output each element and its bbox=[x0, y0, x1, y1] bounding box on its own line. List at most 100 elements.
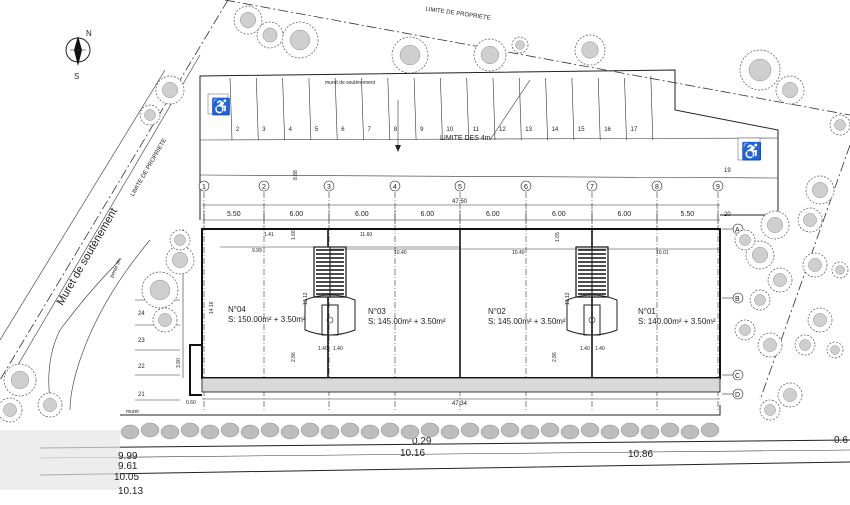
dim-141: 1.41 bbox=[264, 232, 274, 238]
parking-19: 19 bbox=[724, 168, 731, 174]
parking-number: 9 bbox=[420, 127, 424, 133]
wheelchair-icon: ♿ bbox=[207, 93, 231, 116]
slope-label: pente 3% bbox=[109, 256, 124, 278]
elev-999: 9.99 bbox=[118, 451, 138, 462]
dim-1312b: 13.12 bbox=[565, 292, 571, 305]
grid-row-label: B bbox=[735, 296, 740, 303]
parking-number: 5 bbox=[315, 127, 319, 133]
parking-20: 20 bbox=[724, 212, 731, 218]
grid-column-label: 2 bbox=[262, 184, 266, 191]
parking-24: 24 bbox=[138, 311, 145, 317]
parking-number: 17 bbox=[631, 127, 638, 133]
bay-dimension: 6.00 bbox=[355, 211, 369, 218]
property-limit-label: LIMITE DE PROPRIETE bbox=[425, 7, 491, 22]
parking-number: 7 bbox=[368, 127, 372, 133]
property-limit-right bbox=[759, 144, 850, 401]
dim-1312a: 13.12 bbox=[303, 292, 309, 305]
muret-outline bbox=[120, 405, 721, 416]
unit-1-name: N°01 bbox=[638, 307, 656, 316]
road-line-1 bbox=[39, 439, 850, 449]
parking-number: 8 bbox=[394, 127, 398, 133]
bay-dimensions: 5.50 6.00 6.00 6.00 6.00 6.00 6.00 5.50 bbox=[203, 210, 719, 224]
parking-number: 3 bbox=[262, 127, 266, 133]
dim-1160: 11.60 bbox=[360, 232, 372, 238]
dim-165: 1.65 bbox=[555, 232, 561, 242]
elev-1013: 10.13 bbox=[118, 486, 143, 497]
dim-left-bottom: 3.90 bbox=[176, 358, 182, 368]
road-edge-line-2 bbox=[14, 54, 201, 371]
elev-06: 0.6 bbox=[834, 435, 848, 446]
elev-1086: 10.86 bbox=[628, 449, 653, 460]
grid-column-label: 8 bbox=[655, 184, 659, 191]
dim-286b: 2.86 bbox=[552, 352, 558, 362]
bay-dimension: 6.00 bbox=[618, 211, 632, 218]
unit-2-area: S: 145.00m² + 3.50m² bbox=[488, 317, 566, 326]
wheelchair-icon-right: ♿ bbox=[737, 137, 762, 161]
bay-dimension: 6.00 bbox=[421, 211, 435, 218]
stair-w4: 1.40 bbox=[595, 346, 605, 352]
bay-dimension: 6.00 bbox=[290, 211, 304, 218]
limit-4m-label: LIMITE DES 4m bbox=[440, 135, 491, 142]
trees bbox=[0, 5, 850, 440]
grid-row-label: A bbox=[735, 227, 740, 234]
dim-286a: 2.86 bbox=[291, 352, 297, 362]
svg-text:♿: ♿ bbox=[741, 141, 762, 161]
grid-column-label: 1 bbox=[202, 184, 206, 191]
dim-1040a: 10.40 bbox=[394, 250, 407, 256]
west-limit-line bbox=[0, 0, 229, 381]
unit-4-name: N°04 bbox=[228, 305, 246, 314]
dim-166: 1.66 bbox=[291, 230, 297, 240]
unit-4-area: S: 150.00m² + 3.50m² bbox=[228, 315, 306, 324]
stair-w1: 1.40 bbox=[318, 346, 328, 352]
parking-21: 21 bbox=[138, 392, 145, 398]
path-curve bbox=[48, 259, 121, 401]
bay-dimension: 6.00 bbox=[486, 211, 500, 218]
road-edge-line bbox=[0, 69, 166, 341]
grid-row-label: C bbox=[735, 373, 740, 380]
grid-column-label: 3 bbox=[327, 184, 331, 191]
unit-3-area: S: 145.00m² + 3.50m² bbox=[368, 317, 446, 326]
grid-column-label: 7 bbox=[590, 184, 594, 191]
parking-number: 16 bbox=[604, 127, 611, 133]
building-outline bbox=[201, 228, 721, 379]
dim-1040b: 10.40 bbox=[512, 250, 525, 256]
grid-row-label: D bbox=[735, 392, 740, 399]
parking-22: 22 bbox=[138, 364, 145, 370]
parking-number: 6 bbox=[341, 127, 345, 133]
parking-number: 2 bbox=[236, 127, 240, 133]
grid-column-label: 6 bbox=[524, 184, 528, 191]
elev-029: 0.29 bbox=[412, 436, 432, 447]
parking-outline bbox=[199, 69, 779, 220]
bay-dimension: 5.50 bbox=[681, 211, 695, 218]
road-hatch bbox=[0, 430, 120, 490]
staircase-left bbox=[304, 246, 356, 336]
stair-w3: 1.40 bbox=[580, 346, 590, 352]
property-limit-label-left: LIMITE DE PROPRIETE bbox=[130, 138, 168, 198]
north-label: N bbox=[86, 29, 92, 38]
stair-w2: 1.40 bbox=[333, 346, 343, 352]
svg-text:♿: ♿ bbox=[211, 97, 231, 116]
road-line-3 bbox=[39, 461, 850, 476]
retaining-wall-label-left: Muret de soutènement bbox=[55, 206, 120, 307]
south-label: S bbox=[74, 72, 79, 81]
parking-number: 4 bbox=[289, 127, 293, 133]
bay-dimension: 6.00 bbox=[552, 211, 566, 218]
north-arrow: N S bbox=[65, 29, 92, 81]
overall-dim-bottom: 47.34 bbox=[452, 401, 468, 407]
overall-dim-top: 47.50 bbox=[452, 199, 468, 205]
elev-1005: 10.05 bbox=[114, 472, 139, 483]
unit-1-area: S: 140.00m² + 3.50m² bbox=[638, 317, 716, 326]
property-limit-line bbox=[224, 0, 850, 116]
parking-23: 23 bbox=[138, 338, 145, 344]
parking-number: 12 bbox=[499, 127, 506, 133]
elev-1016: 10.16 bbox=[400, 448, 425, 459]
hatched-strip bbox=[201, 377, 721, 393]
dim-left-height: 14.16 bbox=[209, 301, 215, 314]
dim-886: 8.88 bbox=[293, 170, 299, 180]
dim-1001: 10.01 bbox=[656, 250, 669, 256]
bay-dimension: 5.50 bbox=[227, 211, 241, 218]
parking-number: 10 bbox=[446, 127, 453, 133]
